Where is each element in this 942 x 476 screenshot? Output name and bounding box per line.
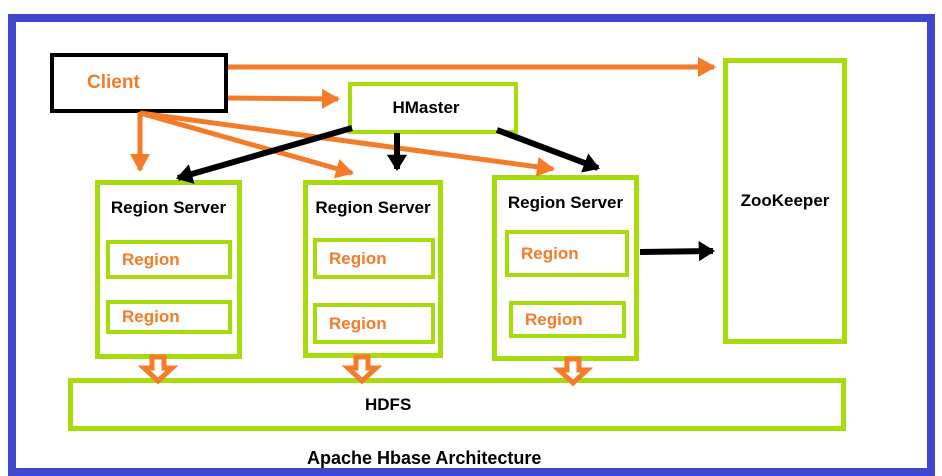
region-server-1-node: Region Server Region Region [95, 180, 242, 359]
region-node: Region [313, 238, 435, 279]
hdfs-label: HDFS [365, 394, 412, 414]
region-label: Region [122, 249, 180, 269]
zookeeper-label: ZooKeeper [740, 191, 830, 210]
client-node: Client [50, 53, 228, 113]
region-label: Region [329, 313, 387, 333]
region-node: Region [505, 230, 629, 277]
region-server-1-label: Region Server [110, 198, 227, 217]
region-server-2-node: Region Server Region Region [303, 180, 443, 358]
region-node: Region [313, 303, 435, 344]
region-label: Region [521, 243, 579, 263]
client-label: Client [87, 72, 140, 93]
region-label: Region [329, 248, 387, 268]
hdfs-node: HDFS [68, 378, 846, 431]
region-label: Region [525, 309, 583, 329]
region-node: Region [106, 300, 232, 334]
outer-frame [8, 14, 935, 476]
region-server-3-node: Region Server Region Region [492, 175, 639, 361]
diagram-caption: Apache Hbase Architecture [307, 448, 542, 468]
region-label: Region [122, 307, 180, 326]
region-node: Region [106, 240, 232, 279]
zookeeper-node: ZooKeeper [723, 58, 847, 344]
region-node: Region [509, 301, 626, 338]
region-server-2-label: Region Server [315, 198, 431, 217]
hmaster-label: HMaster [392, 98, 460, 117]
region-server-3-label: Region Server [507, 193, 624, 212]
hmaster-node: HMaster [348, 82, 518, 134]
